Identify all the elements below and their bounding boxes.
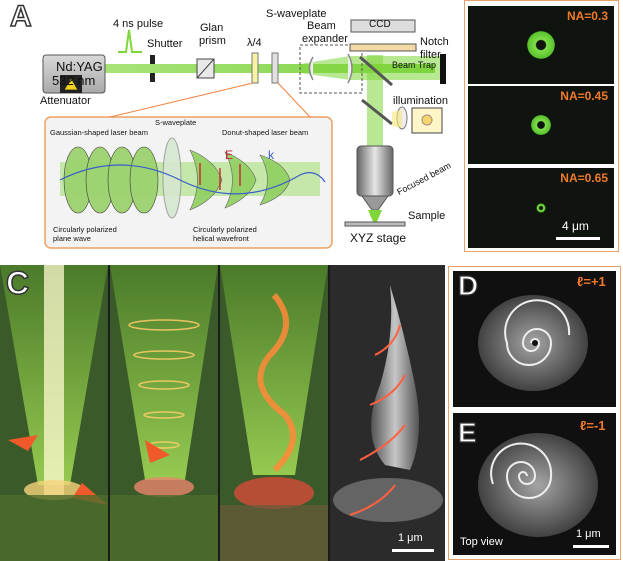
donut-ring-2 (530, 114, 552, 136)
panel-d-spiral (504, 299, 571, 366)
ccd-label: CCD (369, 19, 391, 30)
panel-e-oam-label: ℓ=-1 (580, 418, 606, 433)
e-field-arrows (199, 163, 241, 190)
panel-e-scale-label: 1 μm (576, 528, 601, 540)
panel-b-scale-bar (556, 237, 600, 240)
focused-beam-cone (368, 210, 382, 224)
donut-label: Donut-shaped laser beam (222, 128, 309, 137)
render-1-surface (0, 495, 108, 561)
panel-e-letter: E (457, 416, 477, 448)
donut-ring-3 (536, 203, 546, 213)
expander-lens-1 (308, 56, 314, 81)
panel-d-oam-label: ℓ=+1 (577, 274, 606, 289)
na-image-2: NA=0.45 (468, 86, 614, 164)
notch-filter (349, 43, 417, 52)
panel-b-scale-label: 4 μm (562, 219, 589, 233)
render-1-arrow-left (8, 435, 38, 451)
sample-label: Sample (408, 210, 446, 222)
na-label-2: NA=0.45 (560, 89, 608, 103)
prism-label: prism (199, 35, 226, 47)
notch-label: Notch (420, 36, 449, 48)
panel-c-scale-label: 1 μm (398, 532, 423, 544)
quarter-wave-label: λ/4 (247, 37, 262, 49)
sample-plate (344, 221, 406, 227)
render-2-arrow (145, 440, 170, 463)
circ1-line2: plane wave (53, 234, 91, 243)
stage-label: XYZ stage (350, 231, 407, 245)
panel-e-scale-bar (573, 545, 609, 548)
render-2-spot (134, 477, 194, 497)
k-vector-label: k (268, 148, 274, 162)
k-vector-helix (59, 164, 326, 195)
circ2-line1: Circularly polarized (193, 225, 257, 234)
beam-label: Beam (307, 20, 336, 32)
panel-de-images (453, 271, 616, 555)
beam-trap (440, 54, 446, 84)
filter-label: filter (420, 49, 441, 61)
panel-e-disk (478, 433, 598, 537)
gaussian-wavefronts (63, 146, 159, 214)
panel-c-renders (0, 265, 445, 561)
shutter-block-top (150, 55, 155, 64)
objective-lens (356, 145, 394, 197)
circ1-line1: Circularly polarized (53, 225, 117, 234)
beam-trap-label: Beam Trap (392, 60, 437, 70)
expander-label: expander (302, 33, 348, 45)
dichroic-mirror (359, 55, 393, 87)
sem-needle (371, 285, 419, 470)
panel-e-spiral (490, 442, 553, 499)
render-2-cone (110, 265, 218, 480)
illumination-lamp (411, 107, 443, 134)
laser-label-line1: Nd:YAG (56, 59, 103, 74)
quarter-waveplate (251, 52, 259, 84)
na-label-3: NA=0.65 (560, 171, 608, 185)
pulse-icon (118, 29, 142, 53)
glan-label: Glan (200, 22, 224, 34)
render-3-cone (220, 265, 328, 475)
optical-setup-diagram (42, 19, 446, 249)
circ2-line2: helical wavefront (193, 234, 249, 243)
render-1-beam-core (44, 265, 64, 495)
render-3-spot (234, 477, 314, 509)
inset-s-waveplate-label: S-waveplate (155, 118, 197, 127)
na-image-3: NA=0.65 (468, 168, 614, 248)
gaussian-label: Gaussian-shaped laser beam (50, 128, 148, 137)
e-vector-label: E (225, 148, 234, 162)
na-label-1: NA=0.3 (566, 9, 608, 23)
panel-d-center (532, 340, 538, 346)
panel-c-letter: C (5, 264, 30, 302)
s-waveplate-element (271, 52, 279, 84)
main-laser-beam (105, 64, 435, 73)
render-3-spiral (257, 293, 296, 473)
render-2-surface (110, 495, 218, 561)
illumination-label: illumination (393, 95, 449, 107)
shutter-block-bottom (150, 73, 155, 82)
beam-expander-frame (299, 44, 363, 94)
panel-d-letter: D (457, 269, 479, 301)
expander-lens-2 (347, 53, 353, 84)
illumination-mirror (361, 98, 393, 126)
render-2-rings (128, 319, 200, 449)
pulse-label: 4 ns pulse (113, 18, 164, 30)
panel-a-letter: A (9, 0, 32, 34)
sem-base (333, 478, 443, 522)
warning-icon (63, 77, 79, 91)
sem-arrows (349, 324, 406, 516)
na-image-1: NA=0.3 (468, 6, 614, 84)
s-waveplate-label: S-waveplate (266, 8, 327, 20)
ccd-box (350, 19, 416, 33)
laser-label-line2: 532 nm (52, 73, 96, 88)
top-view-label: Top view (460, 536, 503, 548)
donut-ring-1 (526, 30, 556, 60)
s-waveplate-disc (162, 137, 182, 219)
render-3-surface (220, 505, 328, 561)
attenuator-label: Attenuator (40, 95, 91, 107)
shutter-label: Shutter (147, 38, 183, 50)
panel-c-scale-bar (392, 549, 434, 552)
